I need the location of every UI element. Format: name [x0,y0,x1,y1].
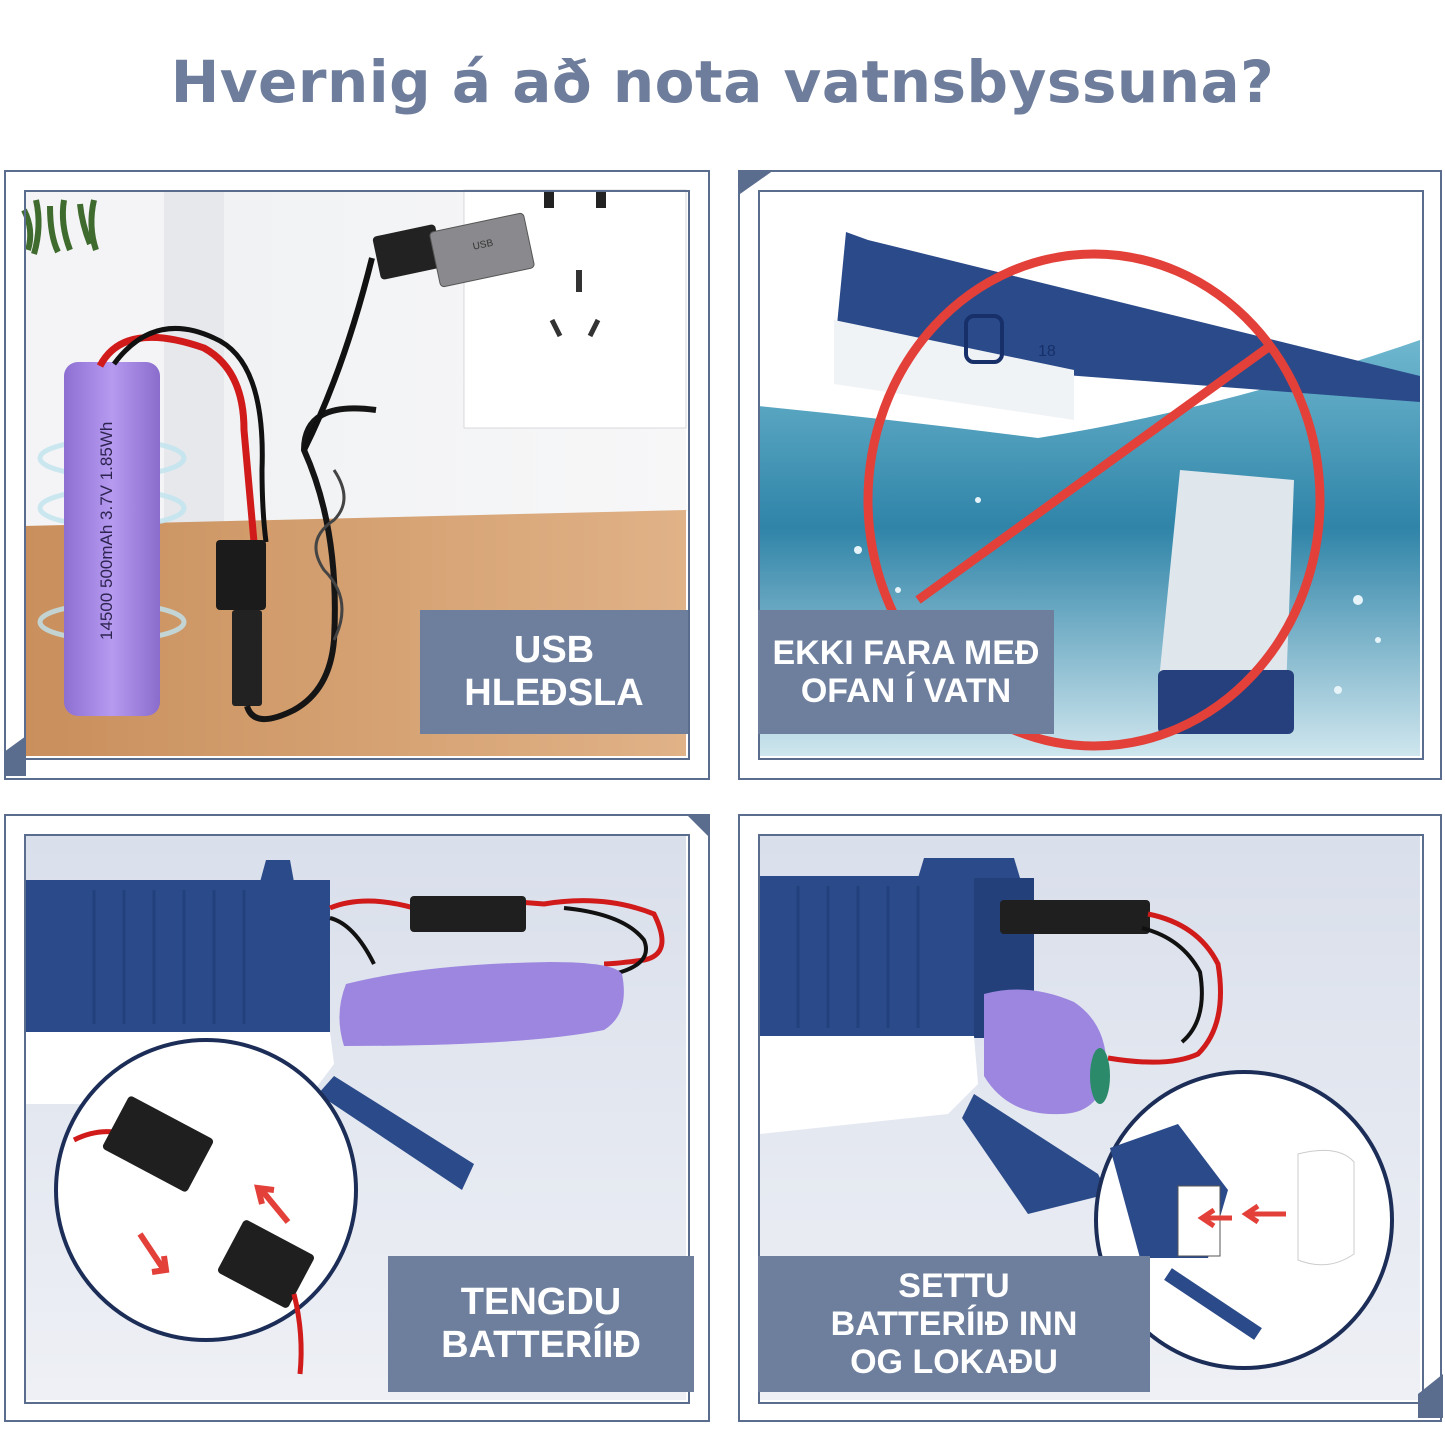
arrow-up-icon [254,1184,291,1224]
connector-image [410,896,526,932]
panel-usb-charging: 14500 500mAh 3.7V 1.85Wh USB USB HLEÐSLA [4,170,710,780]
prohibit-circle-icon [863,249,1325,751]
svg-text:USB: USB [472,238,495,253]
battery-image [64,362,160,716]
battery-image [339,962,624,1046]
connector-image [1000,900,1150,934]
water-gun-image [26,880,330,1032]
usb-plug-image [429,212,535,288]
battery-image [984,989,1107,1115]
arrow-left-icon [1241,1203,1286,1225]
caption-no-water: EKKI FARA MEÐ OFAN Í VATN [758,610,1054,734]
battery-label: 14500 500mAh 3.7V 1.85Wh [97,422,116,640]
page-title: Hvernig á að nota vatnsbyssuna? [170,48,1275,116]
panel-insert-battery: SETTU BATTERÍIÐ INN OG LOKAÐU [738,814,1443,1426]
water-gun-image [760,876,974,1036]
usb-charging-illustration: 14500 500mAh 3.7V 1.85Wh USB [4,189,687,776]
caption-connect-battery: TENGDU BATTERÍIÐ [388,1256,694,1392]
arrow-down-icon [137,1232,170,1275]
svg-text:18: 18 [1038,343,1056,360]
panel-no-water: 18 EKKI FARA MEÐ OFAN Í VATN [738,170,1443,780]
caption-insert-battery: SETTU BATTERÍIÐ INN OG LOKAÐU [758,1256,1150,1392]
arrow-left-icon [1197,1207,1232,1229]
connector-image [216,540,266,610]
panel-connect-battery: TENGDU BATTERÍIÐ [4,814,710,1426]
caption-usb-charging: USB HLEÐSLA [420,610,688,734]
